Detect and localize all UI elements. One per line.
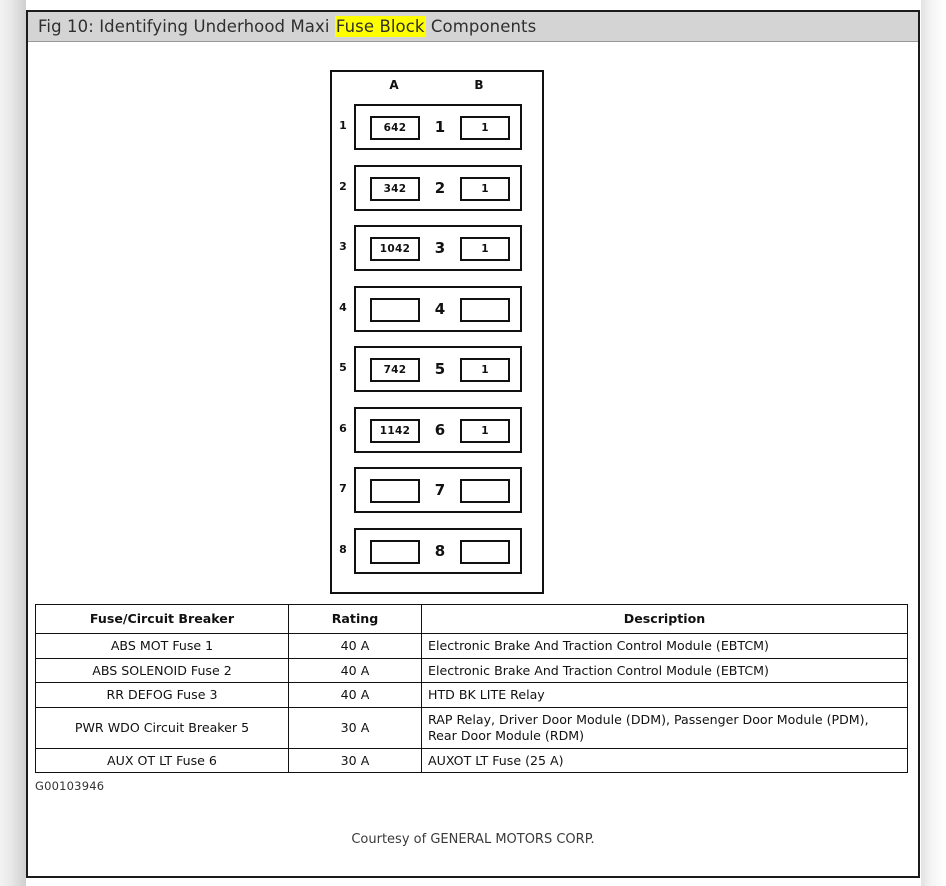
fuse-row-number: 8 [339, 542, 347, 556]
cell-description: RAP Relay, Driver Door Module (DDM), Pas… [421, 707, 908, 749]
header-fuse-circuit-breaker: Fuse/Circuit Breaker [35, 604, 289, 634]
fuse-row-center-number: 6 [434, 420, 446, 439]
fuse-row-number: 4 [339, 300, 347, 314]
fuse-slot-b: 1 [460, 116, 510, 140]
figure-title-highlight: Fuse Block [334, 16, 426, 37]
fuse-slot-b [460, 297, 510, 322]
fuse-description-table: Fuse/Circuit Breaker Rating Description … [35, 604, 908, 774]
figure-title-prefix: Fig 10: Identifying Underhood Maxi [38, 17, 335, 36]
fuse-row-center-number: 1 [434, 118, 446, 136]
fuse-block-column-headers: A B [332, 78, 542, 98]
cell-fuse-circuit-breaker: RR DEFOG Fuse 3 [35, 682, 289, 709]
fuse-row-band: 4 [354, 285, 522, 332]
cell-rating: 40 A [288, 682, 422, 709]
cell-description: Electronic Brake And Traction Control Mo… [421, 657, 908, 684]
fuse-row-center-number: 8 [434, 541, 446, 560]
fuse-row-center-number: 4 [434, 299, 446, 318]
column-header-b: B [474, 78, 484, 92]
fuse-slot-b: 1 [460, 418, 510, 443]
diagram-id-label: G00103946 [35, 779, 105, 793]
fuse-slot-a: 742 [370, 358, 420, 382]
fuse-slot-a [370, 479, 420, 503]
fuse-row-number: 7 [339, 482, 347, 495]
column-header-a: A [389, 78, 399, 92]
figure-title: Fig 10: Identifying Underhood Maxi Fuse … [28, 16, 537, 37]
fuse-slot-a: 1042 [370, 237, 420, 261]
cell-description: HTD BK LITE Relay [421, 682, 908, 709]
cell-rating: 40 A [288, 633, 422, 659]
fuse-row-number: 3 [339, 240, 347, 253]
fuse-row-band: 7 [354, 467, 522, 513]
fuse-slot-b: 1 [460, 358, 510, 382]
fuse-row-center-number: 5 [434, 360, 446, 378]
cell-description: AUXOT LT Fuse (25 A) [421, 747, 908, 774]
fuse-table-head: Fuse/Circuit Breaker Rating Description [35, 604, 908, 634]
cell-fuse-circuit-breaker: ABS SOLENOID Fuse 2 [35, 657, 289, 684]
figure-title-suffix: Components [425, 17, 537, 36]
fuse-row-number: 6 [339, 421, 347, 435]
cell-description: Electronic Brake And Traction Control Mo… [421, 633, 908, 659]
page-left-shadow [0, 0, 26, 886]
cell-fuse-circuit-breaker: ABS MOT Fuse 1 [35, 633, 289, 659]
figure-title-bar: Fig 10: Identifying Underhood Maxi Fuse … [28, 12, 918, 42]
cell-rating: 40 A [288, 657, 422, 684]
fuse-row-band: 8 [354, 527, 522, 574]
fuse-slot-a: 342 [370, 176, 420, 201]
header-description: Description [421, 604, 908, 634]
fuse-slot-a: 642 [370, 116, 420, 140]
fuse-slot-b [460, 479, 510, 503]
fuse-row-center-number: 3 [434, 239, 446, 257]
cell-fuse-circuit-breaker: AUX OT LT Fuse 6 [35, 747, 289, 774]
courtesy-notice: Courtesy of GENERAL MOTORS CORP. [351, 832, 595, 847]
fuse-table-header-row: Fuse/Circuit Breaker Rating Description [35, 604, 908, 634]
fuse-slot-a [370, 297, 420, 322]
fuse-row-number: 1 [339, 119, 347, 132]
fuse-row-number: 2 [339, 179, 347, 193]
fuse-row-center-number: 7 [434, 481, 446, 499]
cell-rating: 30 A [288, 707, 422, 749]
cell-fuse-circuit-breaker: PWR WDO Circuit Breaker 5 [35, 707, 289, 749]
fuse-slot-b [460, 539, 510, 564]
fuse-row-number: 5 [339, 361, 347, 374]
header-rating: Rating [288, 604, 422, 634]
page-right-shadow [921, 0, 946, 886]
fuse-slot-a [370, 539, 420, 564]
fuse-slot-b: 1 [460, 176, 510, 201]
fuse-slot-b: 1 [460, 237, 510, 261]
cell-rating: 30 A [288, 747, 422, 774]
fuse-row-center-number: 2 [434, 178, 446, 197]
fuse-slot-a: 1142 [370, 418, 420, 443]
